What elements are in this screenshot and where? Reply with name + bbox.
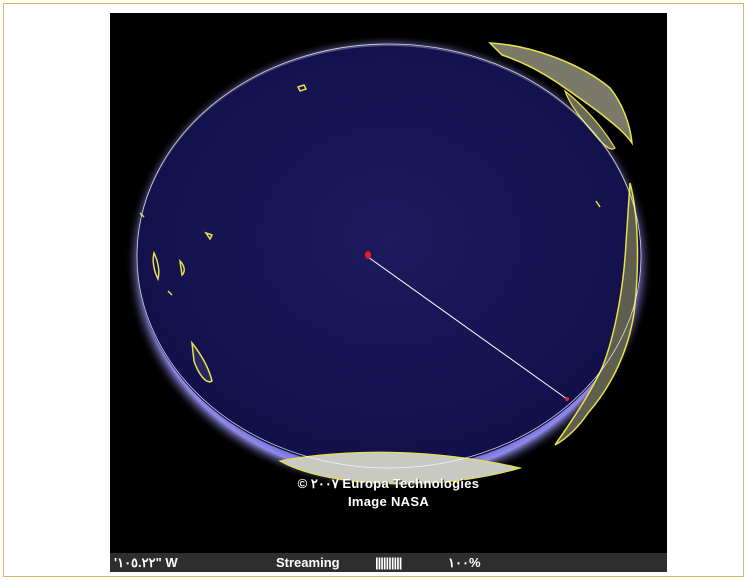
landmass-baja [563, 89, 616, 150]
globe-rim [136, 43, 642, 469]
path-line [367, 256, 568, 400]
location-marker-end[interactable] [565, 397, 569, 401]
streaming-percent: ١٠٠% [448, 555, 481, 570]
streaming-progress-bars: |||||||||| [375, 555, 402, 570]
figure-frame [3, 3, 744, 577]
landmass-islands-west [152, 231, 214, 282]
landmass-new-zealand [190, 340, 213, 383]
status-bar: '١٠٥.٢٢" W Streaming |||||||||| ١٠٠% [110, 553, 667, 572]
landmass-north-america [488, 42, 634, 146]
credit-nasa: Image NASA [347, 494, 430, 509]
longitude-readout: '١٠٥.٢٢" W [114, 555, 178, 570]
globe-viewer[interactable]: © ٢٠٠٧ Europa Technologies Image NASA [110, 13, 667, 553]
location-marker-start[interactable] [365, 251, 371, 259]
landmass-south-america [554, 182, 639, 446]
streaming-label: Streaming [276, 555, 340, 570]
ocean [137, 46, 641, 470]
credit-europa: © ٢٠٠٧ Europa Technologies [297, 476, 480, 491]
globe-map[interactable] [110, 13, 667, 553]
